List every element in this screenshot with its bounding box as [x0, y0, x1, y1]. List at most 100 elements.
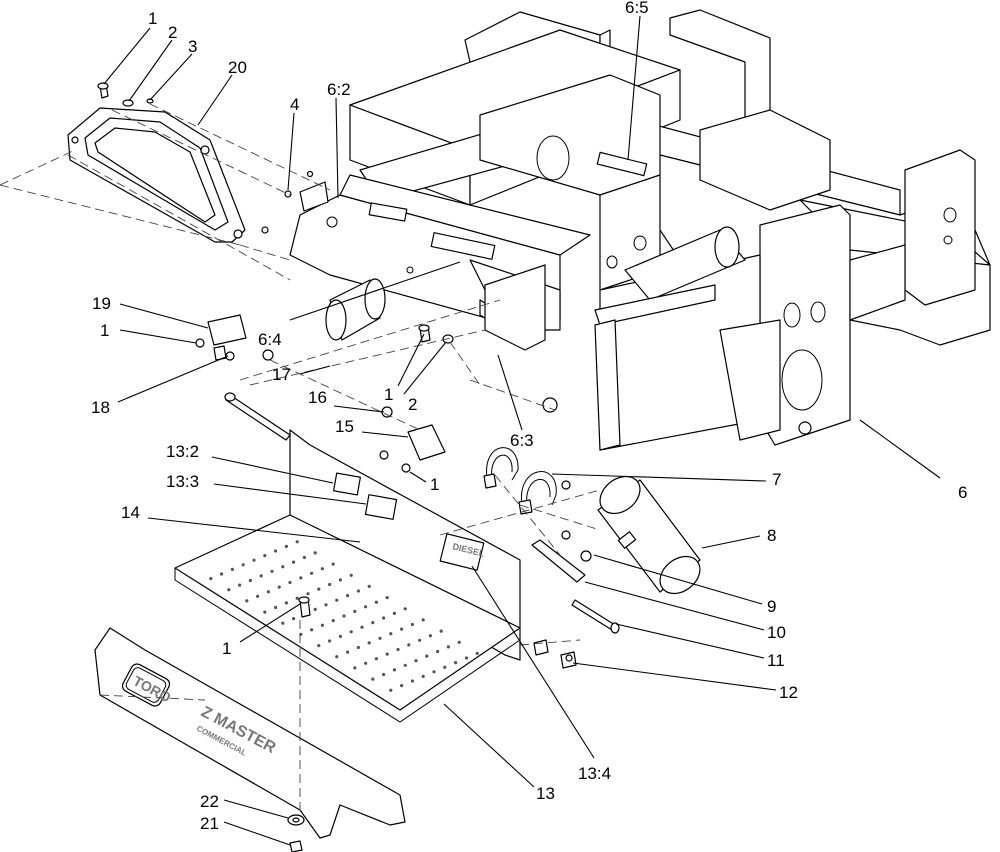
- plate-hole: [367, 641, 371, 645]
- plate-hole: [317, 587, 321, 591]
- plate-hole: [364, 661, 368, 665]
- cover-20: [67, 107, 269, 243]
- plate-hole: [302, 555, 306, 560]
- plate-hole: [277, 585, 281, 589]
- plate-hole: [364, 605, 368, 609]
- plate-hole: [403, 663, 407, 667]
- callout-15: 15: [335, 417, 354, 436]
- plate-hole: [414, 659, 418, 663]
- callout-19: 19: [92, 294, 111, 313]
- plate-hole: [446, 645, 450, 649]
- callout-6: 6: [958, 483, 967, 502]
- plate-hole: [436, 649, 440, 654]
- callout-6-2: 6:2: [327, 80, 351, 99]
- callout-14: 14: [121, 503, 140, 522]
- callout-1-d: 1: [430, 475, 439, 494]
- plate-hole: [400, 684, 404, 688]
- callout-12: 12: [779, 683, 798, 702]
- plate-hole: [371, 677, 375, 681]
- callout-6-3: 6:3: [510, 431, 534, 450]
- callout-1: 1: [148, 9, 157, 28]
- plate-hole: [457, 640, 461, 644]
- plate-hole: [410, 622, 414, 627]
- callout-4: 4: [290, 95, 299, 114]
- plate-hole: [407, 643, 411, 647]
- callout-6-4: 6:4: [258, 330, 282, 349]
- plate-hole: [313, 551, 317, 555]
- plate-hole: [439, 629, 443, 633]
- callout-6-5: 6:5: [625, 0, 649, 17]
- plate-bolt: [298, 596, 311, 618]
- callout-21: 21: [200, 814, 219, 833]
- plate-hole: [266, 590, 270, 594]
- plate-hole: [389, 632, 393, 636]
- plate-hole: [310, 628, 314, 632]
- assembly-lines: [0, 103, 601, 810]
- plate-hole: [220, 572, 224, 576]
- plate-hole: [464, 656, 468, 660]
- plate-hole: [310, 571, 314, 575]
- plate-hole: [418, 638, 422, 642]
- cylinder-8: [597, 475, 701, 595]
- callout-1-e: 1: [222, 639, 231, 658]
- plate-hole: [338, 578, 342, 582]
- plate-hole: [475, 651, 479, 656]
- plate-hole: [360, 625, 364, 629]
- plate-hole: [385, 596, 389, 600]
- plate-hole: [331, 619, 335, 623]
- plate-hole: [403, 607, 407, 611]
- fasteners-center: [418, 324, 454, 344]
- plate-hole: [288, 580, 292, 585]
- callout-11: 11: [767, 651, 785, 670]
- plate-hole: [295, 596, 299, 600]
- plate-hole: [209, 577, 213, 581]
- plate-hole: [263, 554, 267, 558]
- callout-1-c: 1: [384, 385, 393, 404]
- plate-hole: [400, 627, 404, 631]
- plate-hole: [385, 652, 389, 656]
- plate-hole: [346, 650, 350, 654]
- callout-20: 20: [228, 58, 247, 77]
- plate-hole: [356, 589, 360, 593]
- plate-hole: [274, 605, 278, 610]
- plate-hole: [295, 540, 299, 544]
- plate-hole: [328, 582, 332, 587]
- callout-17: 17: [272, 365, 291, 384]
- plate-hole: [374, 657, 378, 661]
- plate-hole: [356, 645, 360, 650]
- plate-hole: [371, 621, 375, 625]
- plate-hole: [342, 614, 346, 618]
- plate-hole: [328, 639, 332, 643]
- plate-hole: [230, 567, 234, 572]
- callout-13-3: 13:3: [166, 472, 199, 491]
- plate-hole: [306, 592, 310, 596]
- plate-hole: [281, 565, 285, 569]
- plate-hole: [421, 674, 425, 679]
- fasteners-21-22: [287, 814, 305, 852]
- plate-hole: [227, 588, 231, 592]
- hinge-15: [379, 406, 446, 473]
- plate-hole: [392, 611, 396, 616]
- plate-hole: [320, 567, 324, 571]
- plate-hole: [299, 576, 303, 580]
- callout-13: 13: [536, 784, 555, 803]
- plate-hole: [353, 609, 357, 614]
- plate-hole: [425, 654, 429, 658]
- plate-hole: [389, 688, 393, 692]
- plate-hole: [392, 668, 396, 672]
- plate-hole: [443, 665, 447, 669]
- callout-2: 2: [168, 23, 177, 42]
- hinge-19: [195, 314, 274, 361]
- plate-hole: [292, 560, 296, 564]
- plate-hole: [421, 618, 425, 622]
- callout-3: 3: [188, 37, 197, 56]
- side-panel-logo: [94, 627, 406, 839]
- plate-hole: [274, 549, 278, 553]
- plate-hole: [382, 672, 386, 677]
- plate-hole: [284, 601, 288, 605]
- callout-9: 9: [767, 597, 776, 616]
- plate-hole: [270, 569, 274, 573]
- callout-2-b: 2: [408, 395, 417, 414]
- plate-hole: [317, 644, 321, 648]
